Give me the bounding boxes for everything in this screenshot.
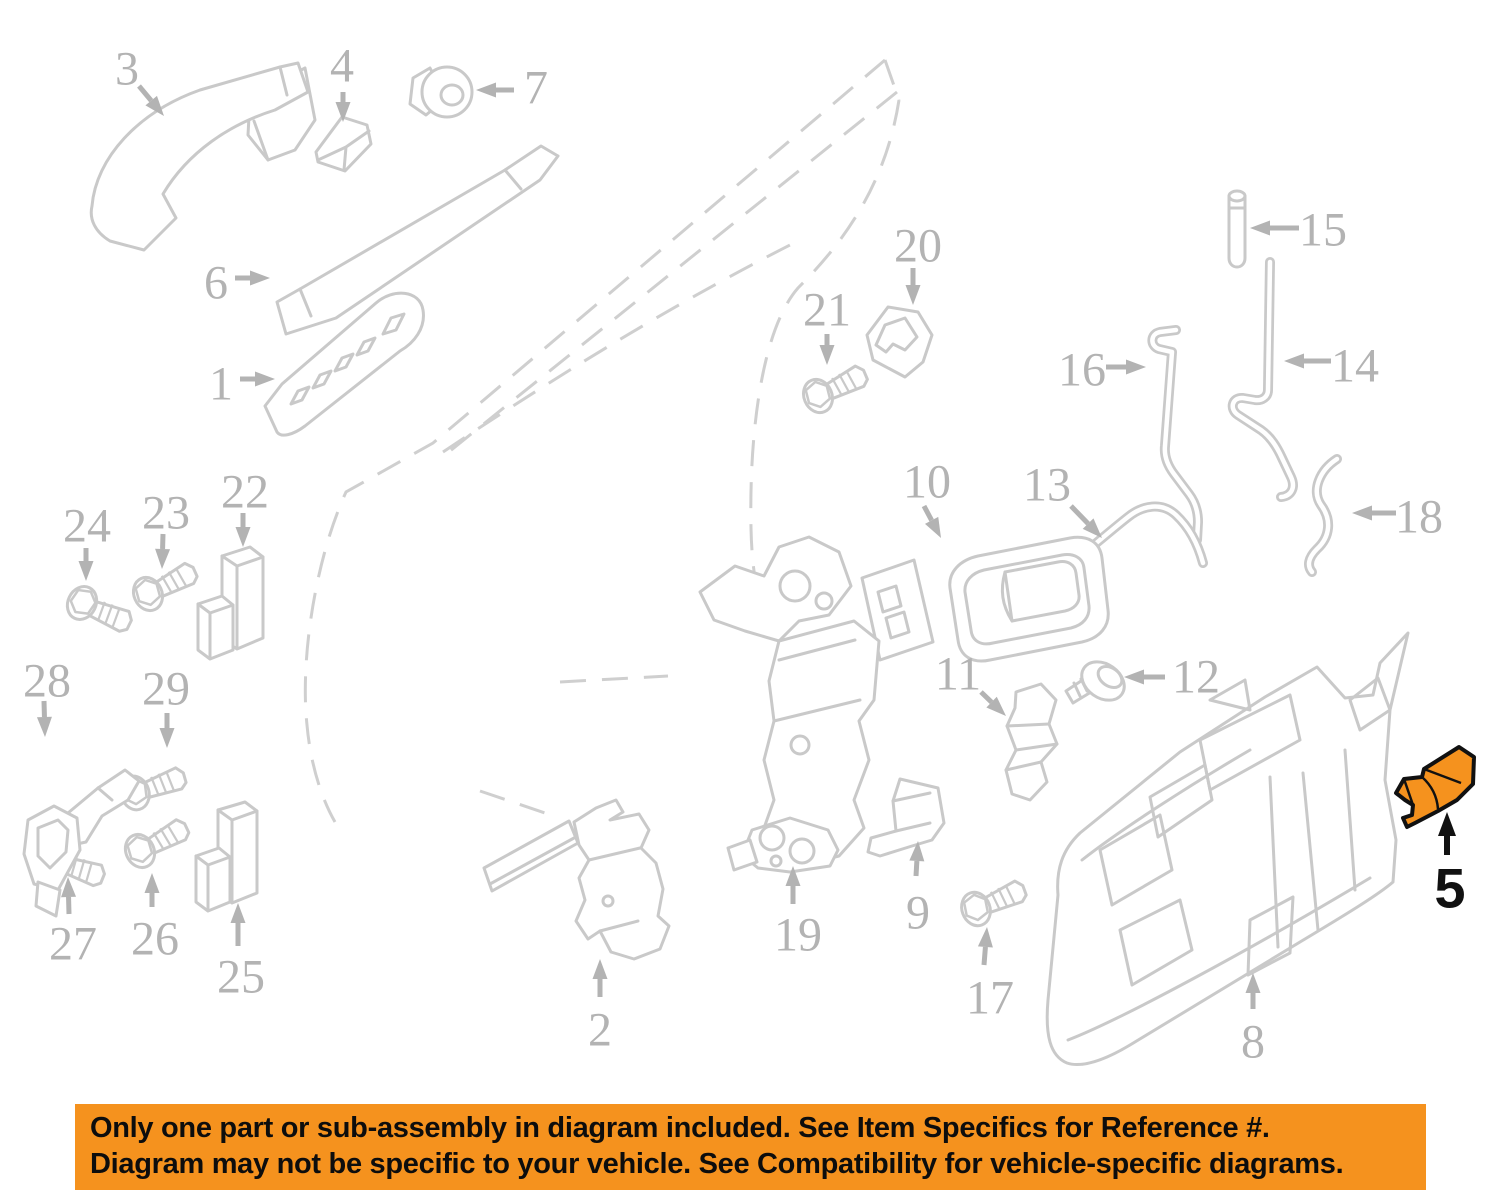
svg-text:9: 9 (906, 887, 930, 940)
part-9-bracket (866, 777, 946, 858)
part-4-handle-wedge (314, 115, 373, 173)
callout-6: 6 (204, 257, 270, 310)
callout-12: 12 (1124, 651, 1220, 704)
part-28-door-check (22, 768, 141, 918)
svg-text:6: 6 (204, 257, 228, 310)
callout-2: 2 (588, 959, 612, 1057)
svg-text:3: 3 (115, 43, 139, 96)
part-7-grommet (408, 65, 474, 119)
svg-text:21: 21 (803, 284, 851, 337)
callout-4: 4 (330, 40, 354, 122)
part-22-hinge-spacer (196, 545, 265, 661)
part-15-pin (1227, 189, 1247, 269)
svg-text:4: 4 (330, 40, 354, 93)
callout-18: 18 (1352, 491, 1443, 544)
part-8-door-module-panel (1045, 631, 1410, 1066)
svg-text:2: 2 (588, 1004, 612, 1057)
callout-11: 11 (935, 648, 1006, 716)
part-5-highlighted-cover (1394, 745, 1476, 829)
part-26-bolt (118, 812, 196, 874)
callout-3: 3 (115, 43, 164, 116)
callout-1: 1 (209, 358, 275, 411)
svg-text:8: 8 (1241, 1016, 1265, 1069)
svg-text:1: 1 (209, 358, 233, 411)
part-12-screw (1064, 660, 1126, 705)
part-10-interior-handle (860, 535, 1110, 663)
callout-21: 21 (803, 284, 851, 365)
part-11-latch-lever (1004, 682, 1059, 802)
svg-text:29: 29 (142, 663, 190, 716)
callout-15: 15 (1250, 204, 1347, 257)
part-25-hinge-spacer (194, 800, 259, 913)
svg-text:12: 12 (1172, 651, 1220, 704)
svg-text:10: 10 (903, 456, 951, 509)
disclaimer-banner: Only one part or sub-assembly in diagram… (75, 1104, 1426, 1190)
svg-text:24: 24 (63, 500, 111, 553)
svg-text:22: 22 (221, 466, 269, 519)
svg-text:17: 17 (966, 972, 1014, 1025)
svg-text:14: 14 (1331, 340, 1379, 393)
part-18-rod (1304, 454, 1342, 577)
svg-text:26: 26 (131, 913, 179, 966)
part-2-window-regulator-bracket (482, 798, 671, 961)
callout-29: 29 (142, 663, 190, 748)
svg-text:28: 28 (23, 655, 71, 708)
callout-27: 27 (49, 877, 97, 971)
svg-text:7: 7 (524, 62, 548, 115)
part-24-bolt (60, 580, 138, 643)
banner-line-2: Diagram may not be specific to your vehi… (90, 1148, 1344, 1180)
svg-text:19: 19 (774, 909, 822, 962)
callout-25: 25 (217, 903, 265, 1004)
callout-13: 13 (1023, 459, 1102, 538)
callout-28: 28 (23, 655, 71, 737)
part-17-bolt (955, 873, 1033, 932)
callout-20: 20 (894, 220, 942, 305)
svg-text:5: 5 (1434, 857, 1465, 920)
callout-22: 22 (221, 466, 269, 547)
svg-text:20: 20 (894, 220, 942, 273)
callout-24: 24 (63, 500, 111, 581)
svg-text:25: 25 (217, 951, 265, 1004)
callout-19: 19 (774, 866, 822, 962)
svg-text:11: 11 (935, 648, 981, 701)
banner-line-1: Only one part or sub-assembly in diagram… (90, 1112, 1270, 1145)
callout-17: 17 (966, 927, 1014, 1025)
svg-text:15: 15 (1299, 204, 1347, 257)
part-16-rod (1147, 325, 1203, 545)
part-14-lock-rod (1227, 257, 1298, 502)
svg-text:27: 27 (49, 918, 97, 971)
svg-text:16: 16 (1058, 344, 1106, 397)
callout-8: 8 (1241, 973, 1265, 1069)
callout-26: 26 (131, 873, 179, 966)
part-1-window-switch-panel (263, 291, 425, 437)
callout-9: 9 (906, 841, 930, 940)
callout-23: 23 (142, 487, 190, 569)
callout-10: 10 (903, 456, 951, 538)
part-23-bolt (126, 555, 204, 617)
callout-14: 14 (1284, 340, 1379, 393)
svg-text:13: 13 (1023, 459, 1071, 512)
svg-text:18: 18 (1395, 491, 1443, 544)
part-3-exterior-door-handle (89, 61, 317, 252)
part-20-clip (865, 305, 934, 379)
callout-16: 16 (1058, 344, 1146, 397)
part-21-bolt (796, 358, 875, 419)
callout-7: 7 (476, 62, 548, 115)
part-6-handle-base (275, 144, 560, 336)
svg-text:23: 23 (142, 487, 190, 540)
part-19-door-latch (698, 535, 881, 874)
callout-5: 5 (1434, 812, 1466, 920)
